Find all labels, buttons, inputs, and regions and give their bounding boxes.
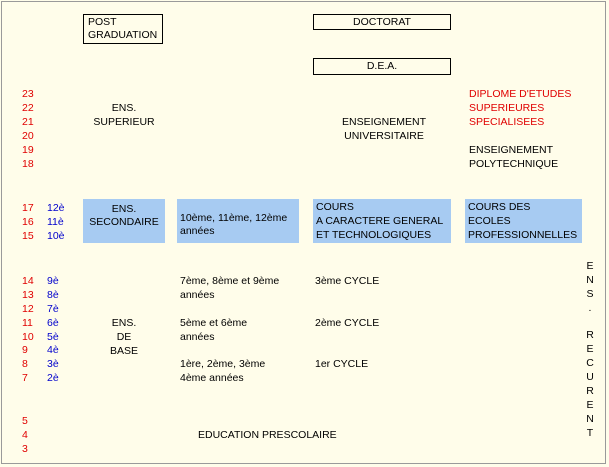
age-label: 18 [22, 158, 34, 170]
ens-secondaire-line2: SECONDAIRE [89, 216, 159, 228]
vertical-letter: C [586, 357, 594, 370]
age-label: 19 [22, 144, 34, 156]
cours-ecoles-line1: COURS DES [468, 201, 531, 213]
age-label: 10 [22, 331, 34, 343]
vertical-letter: S [586, 287, 594, 300]
years-5-6: 5ème et 6ème années [180, 316, 247, 344]
cours-ecoles-line2: ECOLES [468, 215, 511, 227]
age-label: 13 [22, 289, 34, 301]
enseignement-universitaire-line1: ENSEIGNEMENT [341, 116, 426, 128]
cours-general-line3: ET TECHNOLOGIQUES [316, 229, 432, 241]
grade-label: 8è [47, 289, 59, 301]
cycle-2: 2ème CYCLE [315, 317, 380, 329]
cycle-3: 3ème CYCLE [315, 275, 380, 287]
ens-recurrent-vertical: E N S . R E C U R E N T [585, 260, 595, 441]
vertical-letter: N [586, 412, 594, 425]
cours-ecoles-line3: PROFESSIONNELLES [468, 229, 578, 241]
grade-label: 7è [47, 303, 59, 315]
cours-general-line1: COURS [316, 201, 354, 213]
doctorat-box: DOCTORAT [313, 14, 451, 30]
cours-general-line2: A CARACTERE GENERAL [316, 215, 444, 227]
ens-superieur: ENS. SUPERIEUR [84, 101, 164, 129]
age-label: 11 [22, 317, 33, 329]
dea-box: D.E.A. [313, 58, 451, 75]
age-label: 22 [22, 102, 34, 114]
secondary-years-line1: 10ème, 11ème, 12ème [180, 212, 288, 224]
years-1-4-line2: 4ème années [180, 372, 244, 384]
age-label: 8 [22, 358, 28, 370]
diplome-etudes: DIPLOME D'ETUDES SUPERIEURES SPECIALISEE… [469, 87, 571, 129]
ens-secondaire-line1: ENS. [111, 203, 137, 215]
age-label: 12 [22, 303, 34, 315]
age-label: 4 [22, 429, 28, 441]
vertical-letter: E [586, 343, 594, 356]
cycle-1: 1er CYCLE [315, 358, 369, 370]
enseignement-polytechnique-line2: POLYTECHNIQUE [469, 158, 559, 170]
years-7-9: 7ème, 8ème et 9ème années [180, 274, 279, 302]
age-label: 20 [22, 130, 34, 142]
vertical-letter: . [588, 301, 592, 314]
ens-secondaire-box: ENS. SECONDAIRE [83, 199, 165, 243]
grade-label: 12è [47, 202, 65, 214]
vertical-letter: N [586, 273, 594, 286]
doctorat-label: DOCTORAT [353, 16, 411, 28]
grade-label: 11è [47, 216, 64, 228]
age-label: 3 [22, 443, 28, 455]
vertical-letter: U [586, 371, 594, 384]
grade-label: 10è [47, 230, 65, 242]
age-label: 14 [22, 275, 34, 287]
years-7-9-line1: 7ème, 8ème et 9ème [180, 275, 280, 287]
vertical-letter [585, 316, 595, 330]
post-graduation-line1: POST [88, 16, 117, 28]
age-label: 21 [22, 116, 34, 128]
age-label: 7 [22, 372, 28, 384]
age-label: 5 [22, 415, 28, 427]
education-prescolaire: EDUCATION PRESCOLAIRE [198, 429, 337, 441]
age-label: 9 [22, 344, 28, 356]
vertical-letter: E [586, 398, 594, 411]
years-1-4-line1: 1ère, 2ème, 3ème [180, 358, 266, 370]
years-5-6-line2: années [180, 331, 215, 343]
post-graduation-box: POST GRADUATION [83, 14, 163, 44]
cours-ecoles-box: COURS DES ECOLES PROFESSIONNELLES [465, 199, 582, 243]
age-label: 17 [22, 202, 34, 214]
grade-label: 3è [47, 358, 59, 370]
age-label: 23 [22, 88, 34, 100]
cours-general-box: COURS A CARACTERE GENERAL ET TECHNOLOGIQ… [313, 199, 451, 243]
diplome-etudes-line3: SPECIALISEES [469, 116, 545, 128]
enseignement-polytechnique: ENSEIGNEMENT POLYTECHNIQUE [469, 143, 558, 171]
diplome-etudes-line1: DIPLOME D'ETUDES [469, 88, 572, 100]
years-1-4: 1ère, 2ème, 3ème 4ème années [180, 357, 265, 385]
ens-superieur-line2: SUPERIEUR [93, 116, 155, 128]
ens-de-base: ENS. DE BASE [84, 316, 164, 358]
dea-label: D.E.A. [366, 60, 398, 72]
post-graduation-line2: GRADUATION [88, 29, 158, 41]
grade-label: 5è [47, 331, 59, 343]
ens-de-base-line2: DE [116, 331, 132, 343]
enseignement-universitaire: ENSEIGNEMENT UNIVERSITAIRE [324, 115, 444, 143]
grade-label: 4è [47, 344, 59, 356]
enseignement-universitaire-line2: UNIVERSITAIRE [344, 130, 424, 142]
secondary-years-line2: années [180, 225, 215, 237]
grade-label: 2è [47, 372, 59, 384]
vertical-letter: R [586, 385, 594, 398]
vertical-letter: R [586, 329, 594, 342]
years-5-6-line1: 5ème et 6ème [180, 317, 248, 329]
age-label: 15 [22, 230, 34, 242]
years-7-9-line2: années [180, 289, 215, 301]
ens-de-base-line3: BASE [109, 345, 138, 357]
grade-label: 6è [47, 317, 59, 329]
age-label: 16 [22, 216, 34, 228]
enseignement-polytechnique-line1: ENSEIGNEMENT [469, 144, 554, 156]
vertical-letter: T [586, 426, 594, 439]
grade-label: 9è [47, 275, 59, 287]
ens-de-base-line1: ENS. [111, 317, 137, 329]
secondary-years-box: 10ème, 11ème, 12ème années [177, 199, 299, 243]
ens-superieur-line1: ENS. [111, 102, 137, 114]
vertical-letter: E [586, 260, 594, 272]
diplome-etudes-line2: SUPERIEURES [469, 102, 545, 114]
